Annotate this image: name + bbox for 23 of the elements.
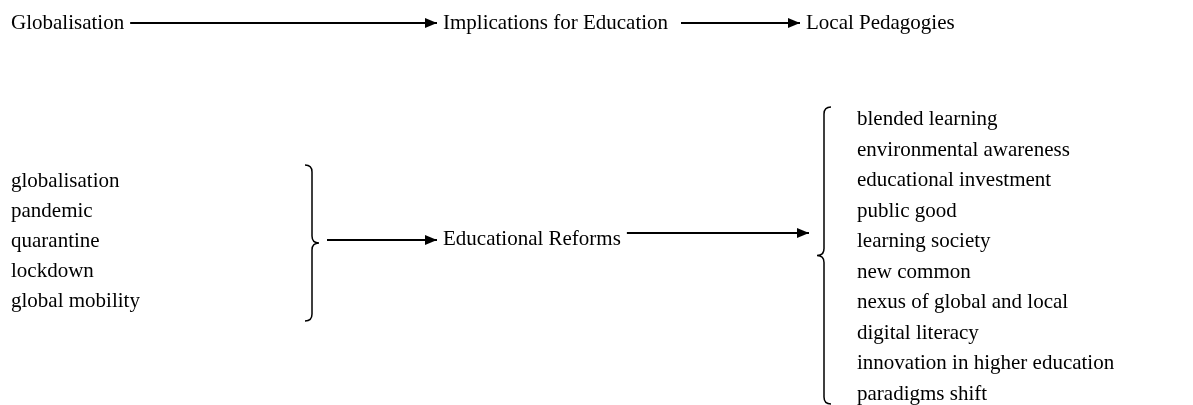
list-item: new common: [857, 258, 971, 283]
node-label: Local Pedagogies: [806, 10, 955, 34]
list-item: educational investment: [857, 167, 1052, 191]
list-item: paradigms shift: [857, 380, 988, 405]
arrow: [625, 228, 810, 238]
node-label: Globalisation: [11, 10, 125, 34]
list-item: public good: [857, 197, 957, 222]
list-item: global mobility: [11, 288, 140, 312]
list-item: nexus of global and local: [857, 289, 1069, 313]
node-label: Implications for Education: [443, 10, 675, 34]
list-item: environmental awareness: [857, 136, 1070, 161]
list-item: digital literacy: [857, 319, 979, 344]
arrow: [326, 235, 438, 245]
list-item: innovation in higher education: [857, 350, 1115, 374]
list-item: quarantine: [11, 228, 100, 252]
list-item: learning society: [857, 228, 991, 252]
arrow: [680, 18, 801, 28]
list-item: globalisation: [11, 168, 120, 192]
arrow: [129, 18, 438, 28]
node-label: Educational Reforms: [443, 226, 621, 250]
list-item: pandemic: [11, 198, 93, 222]
list-item: blended learning: [857, 106, 998, 130]
list-item: lockdown: [11, 258, 94, 282]
